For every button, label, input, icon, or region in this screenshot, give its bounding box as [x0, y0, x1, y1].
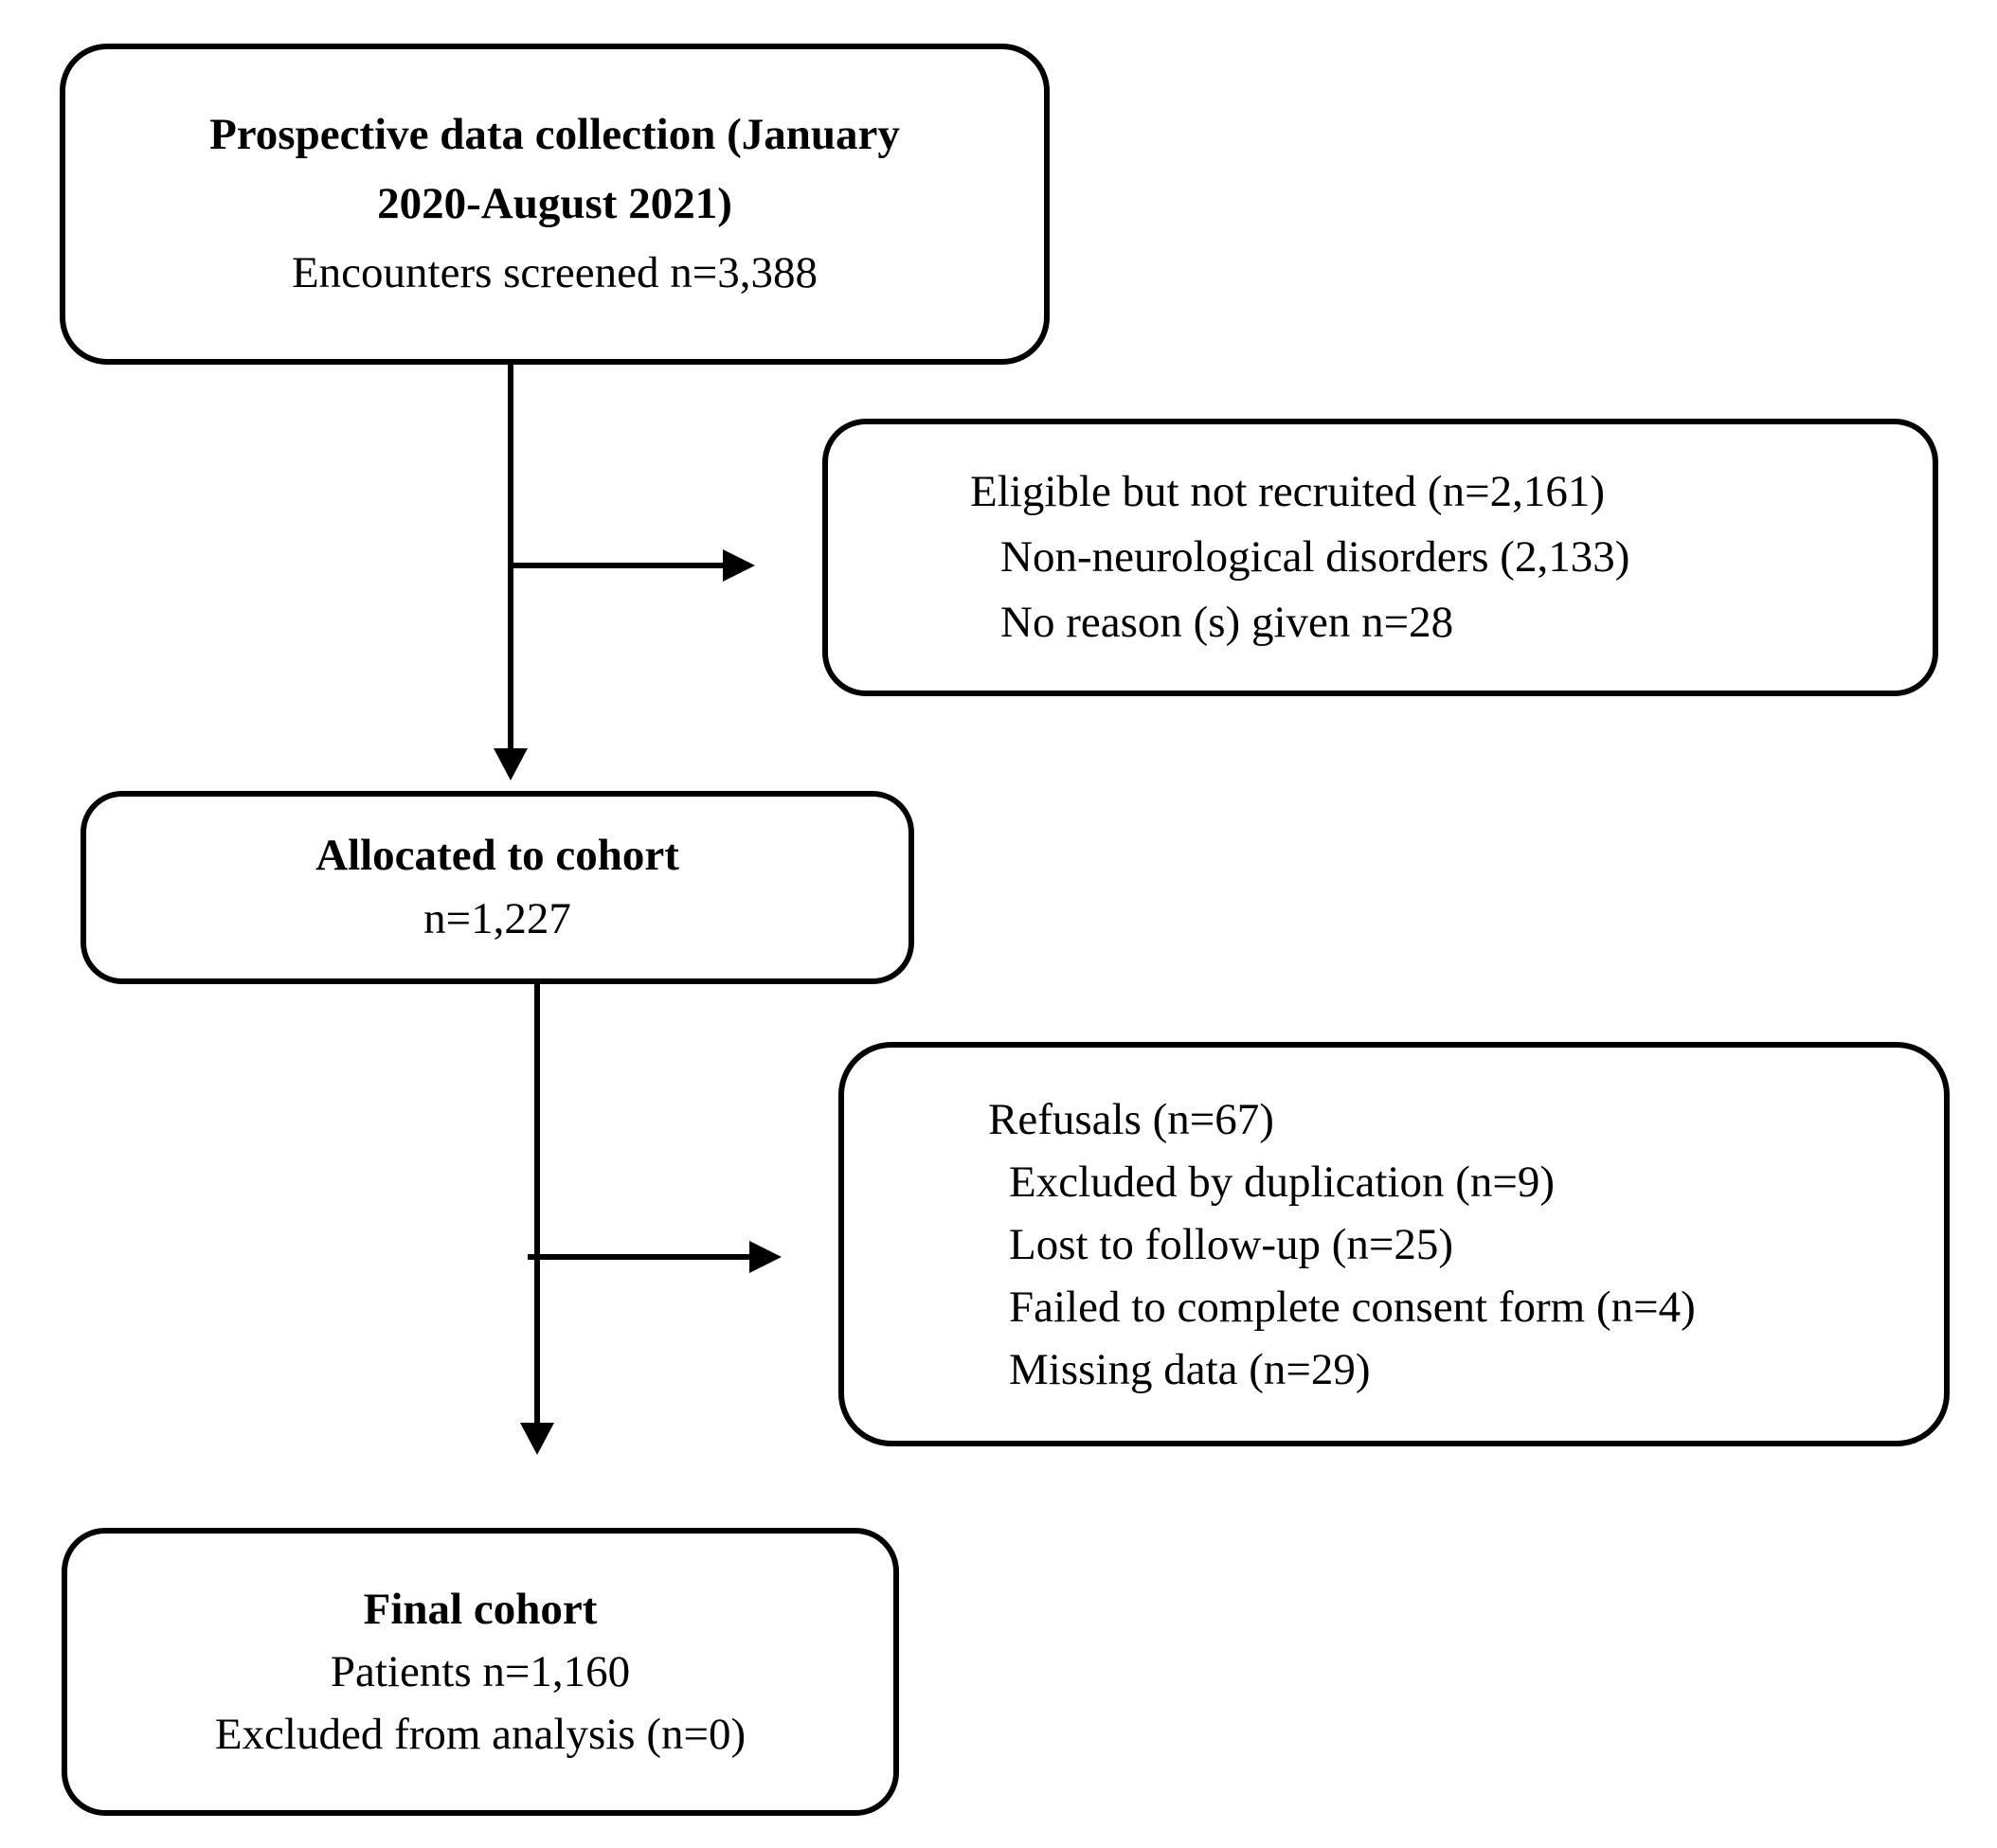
refusals-reason-3: Failed to complete consent form (n=4) [1009, 1282, 1696, 1332]
arrowhead-right-icon [723, 549, 755, 582]
arrowhead-right-icon [749, 1241, 782, 1273]
final-cohort-title: Final cohort [363, 1585, 598, 1634]
refusals-reason-1: Excluded by duplication (n=9) [1009, 1157, 1556, 1207]
arrow-branch-to-not-recruited-line [511, 563, 725, 568]
allocated-title: Allocated to cohort [315, 831, 679, 880]
screening-box: Prospective data collection (January 202… [60, 44, 1050, 365]
not-recruited-reason-2: No reason (s) given n=28 [1000, 598, 1454, 647]
not-recruited-reason-1: Non-neurological disorders (2,133) [1000, 532, 1630, 582]
refusals-total: Refusals (n=67) [988, 1094, 1274, 1144]
arrow-allocated-to-final-line [534, 984, 540, 1425]
screening-count: Encounters screened n=3,388 [291, 248, 819, 297]
allocated-box: Allocated to cohort n=1,227 [81, 791, 914, 984]
allocated-count: n=1,227 [423, 894, 571, 943]
arrow-branch-to-refusals-line [528, 1254, 751, 1260]
refusals-reason-2: Lost to follow-up (n=25) [1009, 1219, 1454, 1269]
final-cohort-excluded: Excluded from analysis (n=0) [214, 1710, 747, 1759]
arrowhead-down-icon [494, 748, 528, 780]
refusals-reason-4: Missing data (n=29) [1009, 1344, 1371, 1394]
final-cohort-box: Final cohort Patients n=1,160 Excluded f… [62, 1528, 899, 1816]
final-cohort-patients: Patients n=1,160 [330, 1647, 631, 1696]
refusals-box: Refusals (n=67) Excluded by duplication … [838, 1042, 1950, 1446]
arrow-screening-to-allocated-line [508, 365, 513, 750]
arrowhead-down-icon [520, 1423, 554, 1455]
not-recruited-total: Eligible but not recruited (n=2,161) [970, 467, 1605, 516]
screening-title-line1: Prospective data collection (January [209, 110, 900, 159]
screening-title-line2: 2020-August 2021) [377, 179, 732, 228]
not-recruited-box: Eligible but not recruited (n=2,161) Non… [822, 419, 1938, 696]
